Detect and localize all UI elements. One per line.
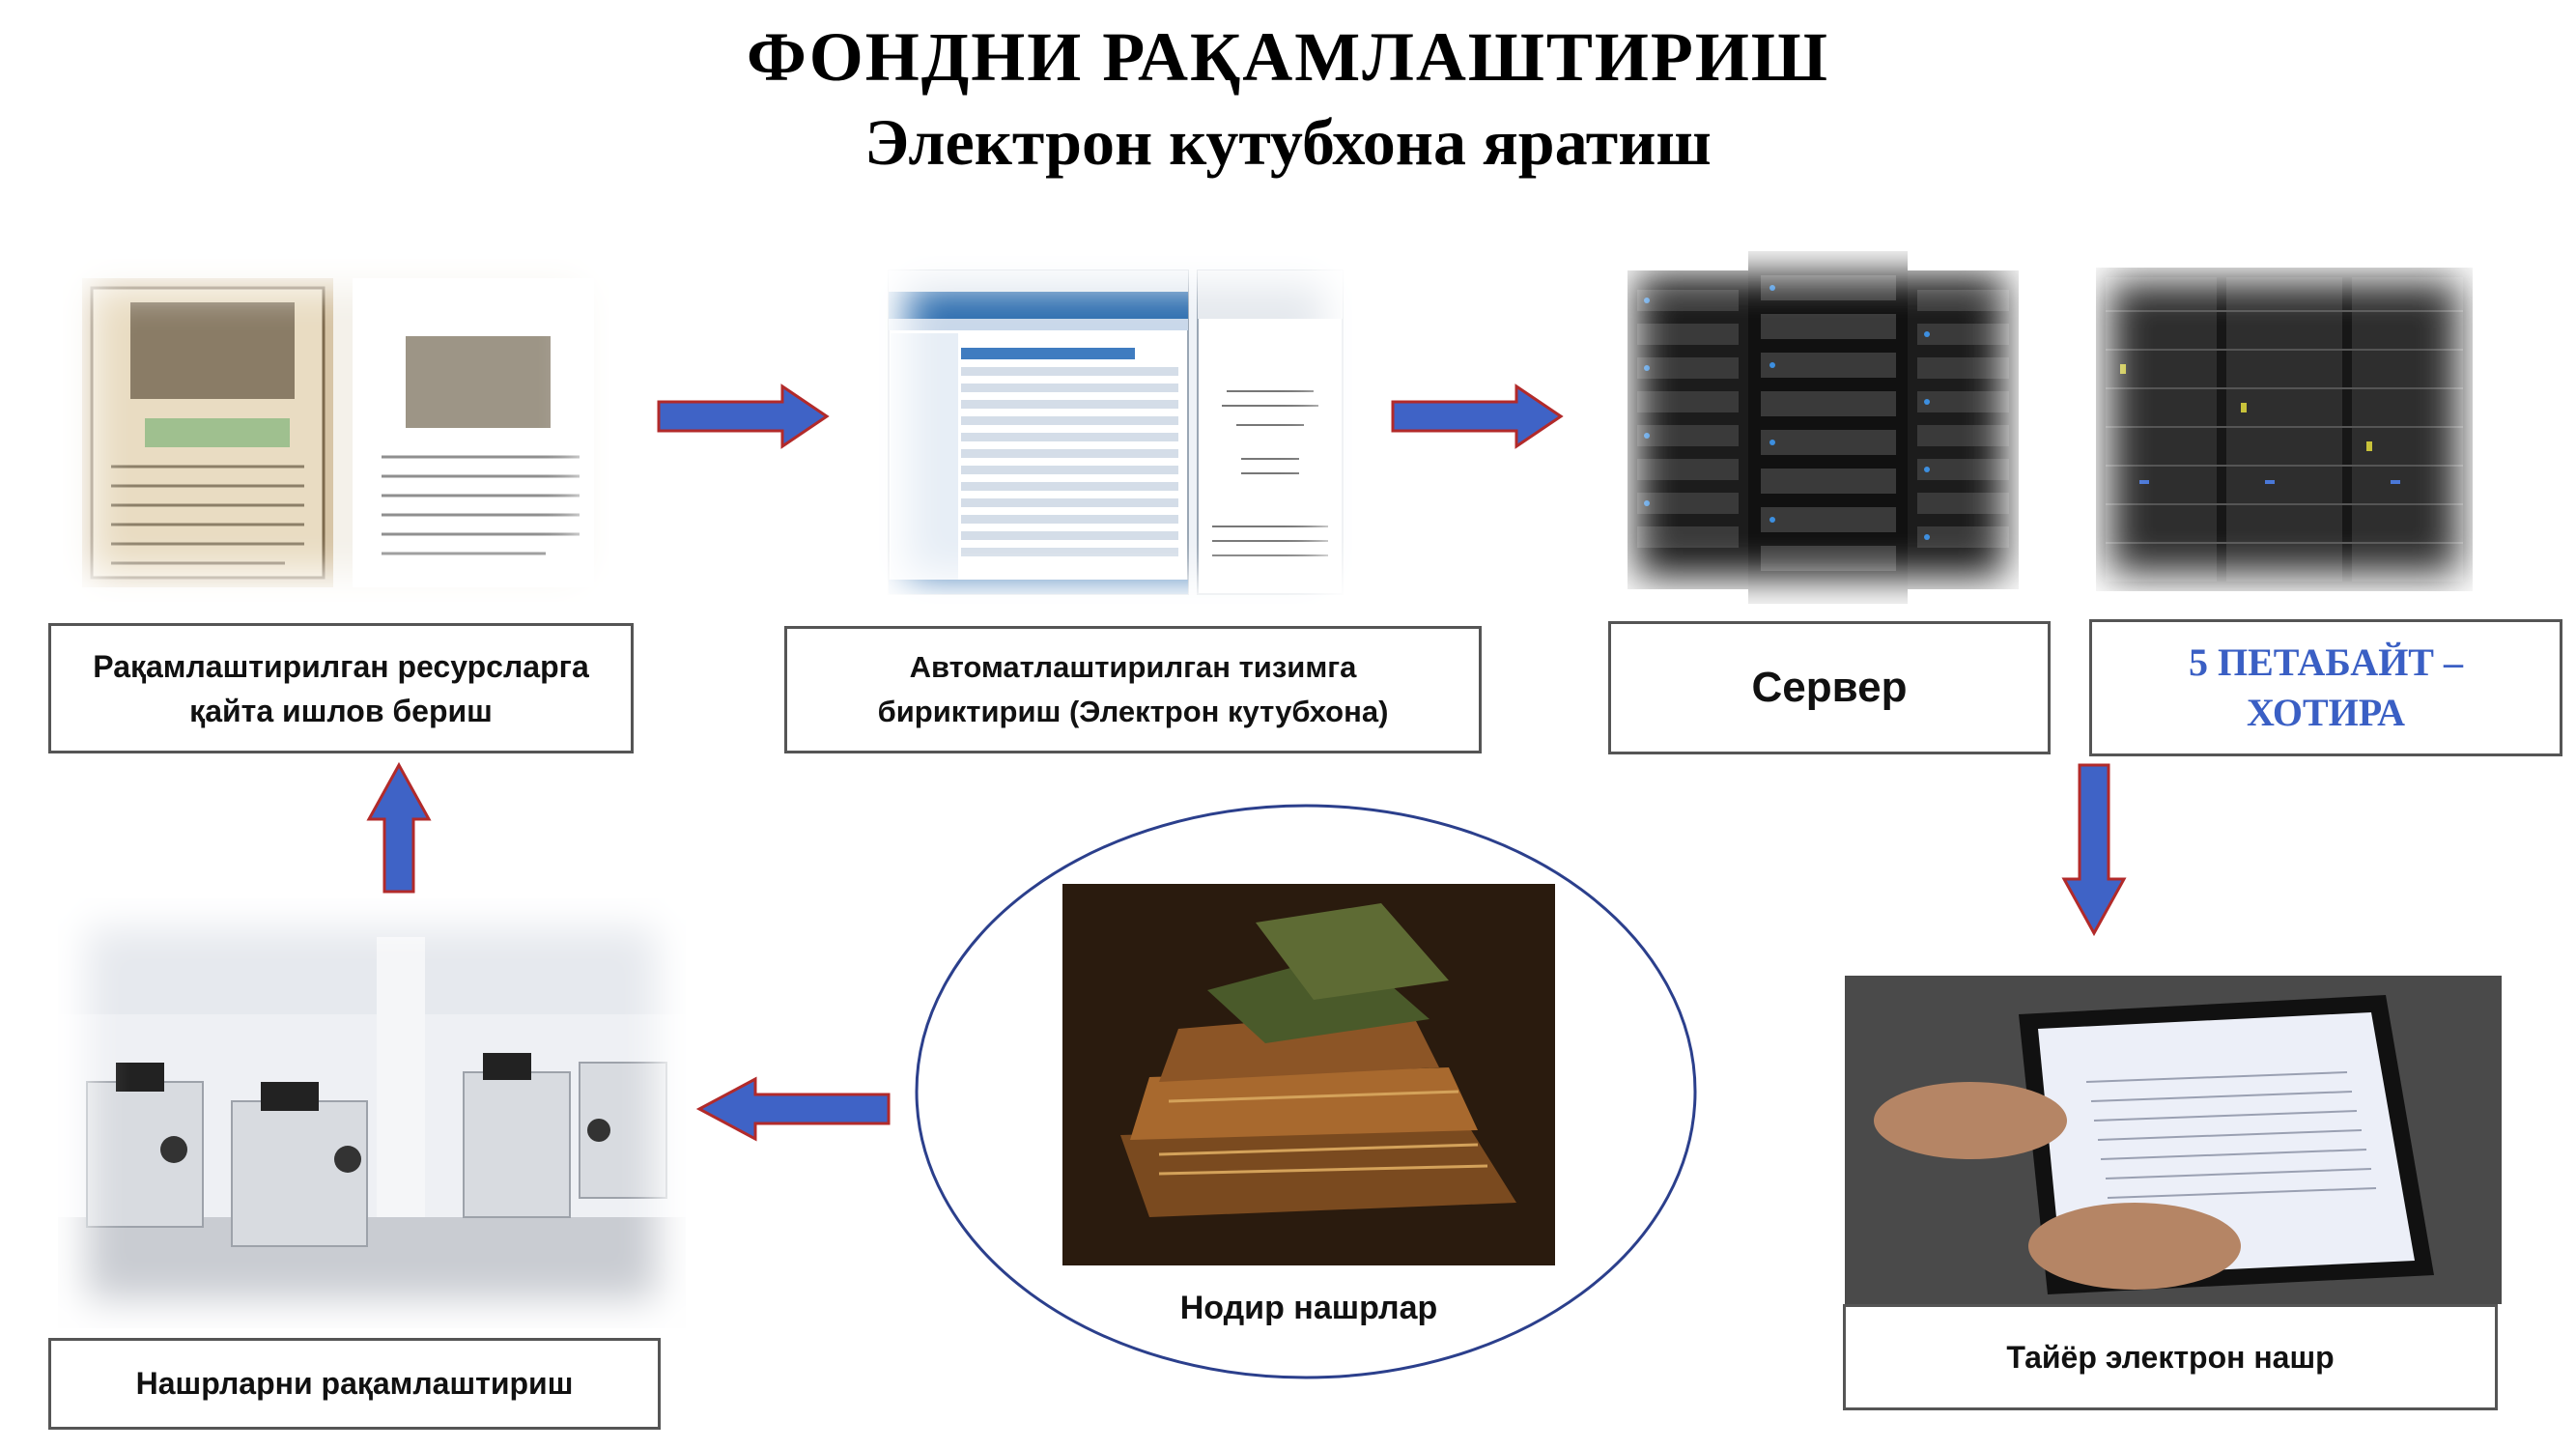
- arrow-right-2: [1391, 384, 1564, 449]
- digitize-label: Нашрларни рақамлаштириш: [135, 1366, 574, 1401]
- ready-edition-label: Тайёр электрон нашр: [2006, 1339, 2335, 1375]
- title-line-1: ФОНДНИ РАҚАМЛАШТИРИШ: [747, 18, 1829, 96]
- digitize-box: Нашрларни рақамлаштириш: [48, 1338, 661, 1430]
- digitization-room-image: [58, 898, 686, 1328]
- integrate-box: Автоматлаштирилган тизимга бириктириш (Э…: [784, 626, 1482, 753]
- server-label: Сервер: [1751, 664, 1908, 711]
- reprocess-label: Рақамлаштирилган ресурсларга қайта ишлов…: [93, 648, 589, 728]
- storage-box: 5 ПЕТАБАЙТ – ХОТИРА: [2089, 619, 2562, 756]
- server-rack-image: [1608, 246, 2033, 606]
- antique-books-image: [1062, 884, 1555, 1265]
- rare-editions-label: Нодир нашрлар: [1179, 1290, 1438, 1326]
- arrow-down: [2061, 763, 2127, 937]
- server-box: Сервер: [1608, 621, 2051, 754]
- arrow-left: [695, 1076, 891, 1142]
- tablet-reader-image: [1845, 976, 2502, 1304]
- arrow-right-1: [657, 384, 830, 449]
- reprocess-box: Рақамлаштирилган ресурсларга қайта ишлов…: [48, 623, 634, 753]
- scanned-pages-image: [63, 259, 609, 602]
- library-software-image: [879, 256, 1352, 604]
- arrow-up: [366, 761, 432, 894]
- storage-label: 5 ПЕТАБАЙТ – ХОТИРА: [2189, 640, 2463, 734]
- storage-rack-image: [2081, 253, 2487, 603]
- title-line-2: Электрон кутубхона яратиш: [864, 105, 1712, 179]
- ready-edition-box: Тайёр электрон нашр: [1843, 1304, 2498, 1410]
- integrate-label: Автоматлаштирилган тизимга бириктириш (Э…: [877, 650, 1389, 728]
